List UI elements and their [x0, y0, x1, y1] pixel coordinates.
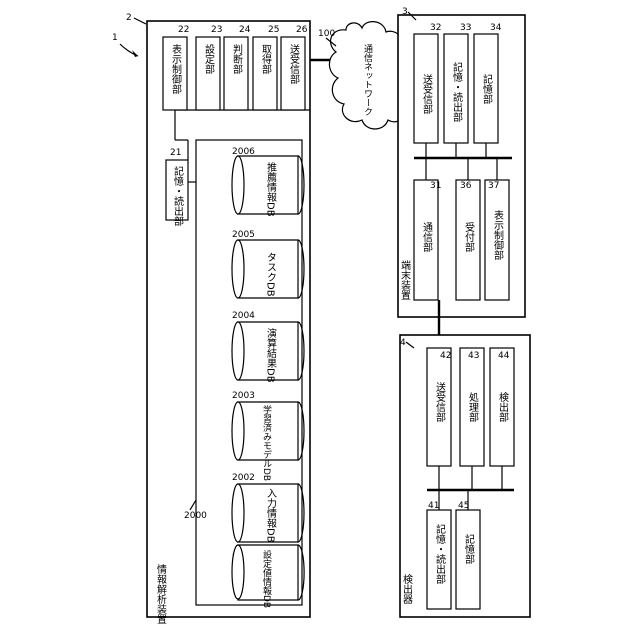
svg-text:学習済みモデルDB: 学習済みモデルDB [261, 404, 272, 481]
svg-text:記憶・読出部: 記憶・読出部 [172, 165, 184, 227]
svg-text:推薦情報DB: 推薦情報DB [265, 161, 277, 217]
detector-unit-processing-43: 43 処理部 [460, 348, 484, 466]
svg-text:45: 45 [458, 501, 469, 511]
detector-device: 4 検出器 42 送受信部 43 処理部 44 検出部 41 記憶・読出部 [400, 335, 530, 617]
terminal-unit-transceiver-32: 32 送受信部 [414, 23, 441, 143]
unit-display-control-22: 22 表示制御部 [163, 25, 189, 110]
svg-text:設定部: 設定部 [203, 43, 215, 75]
svg-text:2005: 2005 [232, 230, 255, 240]
svg-text:24: 24 [239, 25, 251, 35]
svg-text:処理部: 処理部 [467, 391, 479, 423]
terminal-title: 端末装置 [399, 259, 411, 300]
svg-text:記憶部: 記憶部 [481, 73, 493, 105]
svg-text:入力情報DB: 入力情報DB [265, 488, 277, 543]
svg-text:25: 25 [268, 25, 279, 35]
db-2002: 2002 入力情報DB [232, 473, 304, 543]
network-cloud: 100 通信ネットワーク [318, 22, 411, 129]
svg-text:42: 42 [440, 351, 451, 361]
db-2006: 2006 推薦情報DB [232, 147, 304, 217]
unit-acquisition-25: 25 取得部 [253, 25, 279, 110]
svg-text:4: 4 [400, 338, 406, 348]
svg-text:23: 23 [211, 25, 222, 35]
svg-text:通信ネットワーク: 通信ネットワーク [362, 44, 373, 116]
svg-text:2003: 2003 [232, 391, 255, 401]
terminal-unit-reception-36: 36 受付部 [456, 180, 480, 300]
svg-text:41: 41 [428, 501, 439, 511]
svg-text:36: 36 [460, 181, 472, 191]
svg-text:判断部: 判断部 [231, 44, 243, 75]
terminal-unit-display-control-37: 37 表示制御部 [485, 180, 509, 300]
detector-unit-storage-rw-41: 41 記憶・読出部 [427, 501, 451, 609]
svg-text:記憶・読出部: 記憶・読出部 [434, 523, 446, 585]
terminal-device: 3 端末装置 32 送受信部 33 記憶・読出部 34 記憶部 31 通信 [398, 7, 525, 317]
svg-text:通信部: 通信部 [421, 222, 433, 253]
svg-text:送受信部: 送受信部 [434, 381, 446, 423]
svg-text:2004: 2004 [232, 311, 255, 321]
svg-text:32: 32 [430, 23, 441, 33]
svg-text:検出部: 検出部 [497, 391, 509, 423]
svg-text:表示制御部: 表示制御部 [170, 43, 182, 95]
svg-text:表示制御部: 表示制御部 [492, 209, 504, 261]
svg-text:33: 33 [460, 23, 471, 33]
terminal-unit-communication-31: 31 通信部 [414, 180, 441, 300]
svg-text:2: 2 [126, 13, 132, 23]
svg-text:21: 21 [170, 148, 181, 158]
svg-text:2002: 2002 [232, 473, 255, 483]
svg-text:34: 34 [490, 23, 502, 33]
svg-text:送受信部: 送受信部 [288, 43, 300, 85]
unit-transceiver-26: 26 送受信部 [281, 25, 308, 110]
storage-2000: 2000 2006 推薦情報DB 2005 タスクDB 2004 [184, 140, 304, 608]
detector-title: 検出器 [401, 573, 413, 605]
svg-text:31: 31 [430, 181, 441, 191]
svg-text:1: 1 [112, 33, 118, 43]
detector-unit-storage-45: 45 記憶部 [456, 501, 480, 609]
unit-judgment-24: 24 判断部 [224, 25, 251, 110]
detector-unit-transceiver-42: 42 送受信部 [427, 348, 451, 466]
system-ref-marker: 1 [112, 33, 138, 57]
terminal-unit-storage-rw-33: 33 記憶・読出部 [444, 23, 471, 143]
svg-text:取得部: 取得部 [260, 44, 272, 75]
svg-text:演算結果DB: 演算結果DB [265, 327, 277, 383]
svg-text:44: 44 [498, 351, 510, 361]
svg-text:26: 26 [296, 25, 308, 35]
svg-text:37: 37 [488, 181, 499, 191]
svg-text:送受信部: 送受信部 [421, 73, 433, 115]
svg-text:22: 22 [178, 25, 189, 35]
svg-text:タスクDB: タスクDB [265, 252, 277, 297]
db-2005: 2005 タスクDB [232, 230, 304, 298]
svg-text:受付部: 受付部 [463, 222, 475, 253]
svg-text:43: 43 [468, 351, 479, 361]
svg-text:2000: 2000 [184, 511, 207, 521]
db-2004: 2004 演算結果DB [232, 311, 304, 383]
analysis-apparatus: 2 情報解析装置 22 表示制御部 23 設定部 24 判断部 25 取得部 [126, 13, 310, 624]
svg-text:記憶・読出部: 記憶・読出部 [451, 61, 463, 123]
unit-setting-23: 23 設定部 [196, 25, 222, 110]
svg-text:100: 100 [318, 29, 335, 39]
svg-text:記憶部: 記憶部 [463, 533, 475, 565]
terminal-unit-storage-34: 34 記憶部 [474, 23, 502, 143]
svg-text:3: 3 [402, 7, 408, 17]
db-2001: 2001 設定値情報DB [232, 545, 304, 608]
detector-unit-detection-44: 44 検出部 [490, 348, 514, 466]
analysis-apparatus-title: 情報解析装置 [155, 563, 167, 624]
svg-text:設定値情報DB: 設定値情報DB [261, 549, 272, 608]
